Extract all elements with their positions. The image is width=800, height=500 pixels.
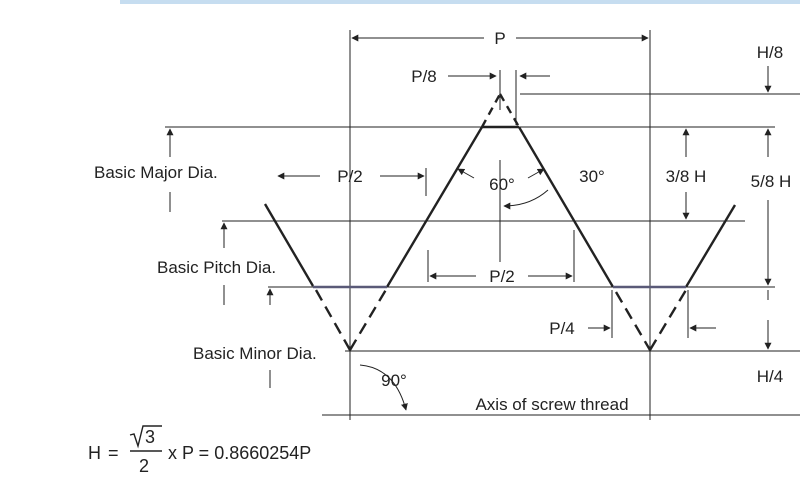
formula-denominator: 2 <box>139 456 149 476</box>
angle-marks <box>359 168 549 411</box>
left-flank-outer <box>263 203 315 287</box>
extension-lines <box>349 30 689 420</box>
crest-right-flank <box>517 126 615 288</box>
label-major-dia: Basic Major Dia. <box>94 163 218 182</box>
label-p: P <box>494 29 505 48</box>
left-root-dashed-a <box>314 289 352 351</box>
crest-left-flank <box>385 126 484 288</box>
formula-equals: = <box>108 443 119 463</box>
label-minor-dia: Basic Minor Dia. <box>193 344 317 363</box>
formula-sqrt-arg: 3 <box>145 427 155 447</box>
label-60-deg: 60° <box>489 175 515 194</box>
label-90-deg: 90° <box>381 371 407 390</box>
label-30-deg: 30° <box>579 167 605 186</box>
label-h4: H/4 <box>757 367 783 386</box>
right-root-dashed-b <box>648 289 688 351</box>
label-pitch-dia: Basic Pitch Dia. <box>157 258 276 277</box>
label-p4: P/4 <box>549 319 575 338</box>
deg90-arc <box>359 364 408 411</box>
formula-h: H <box>88 443 101 463</box>
crest-dashed-left <box>480 93 502 128</box>
label-p2-mid: P/2 <box>489 267 515 286</box>
reference-lines <box>165 93 800 416</box>
label-5-8-h: 5/8 H <box>751 172 792 191</box>
crest-dashed-right <box>498 93 521 128</box>
right-root-dashed-a <box>614 291 652 351</box>
dimension-arrows <box>166 34 772 388</box>
deg30-arc <box>503 189 549 210</box>
deg60-arrow-right <box>527 168 545 179</box>
labels: P P/8 H/8 Basic Major Dia. P/2 60° 30° 3… <box>94 29 791 414</box>
formula-tail: x P = 0.8660254P <box>168 443 311 463</box>
label-3-8-h: 3/8 H <box>666 167 707 186</box>
sqrt-sign <box>129 425 162 449</box>
top-accent-bar <box>120 0 800 4</box>
label-h8: H/8 <box>757 43 783 62</box>
label-axis: Axis of screw thread <box>475 395 628 414</box>
formula: H = 3 2 x P = 0.8660254P <box>88 425 311 476</box>
left-root-dashed-b <box>348 287 389 351</box>
right-flank-outer <box>684 204 737 288</box>
deg60-arrow-left <box>457 168 475 179</box>
label-p8: P/8 <box>411 67 437 86</box>
thread-profile <box>263 93 737 351</box>
label-p2-top: P/2 <box>337 167 363 186</box>
